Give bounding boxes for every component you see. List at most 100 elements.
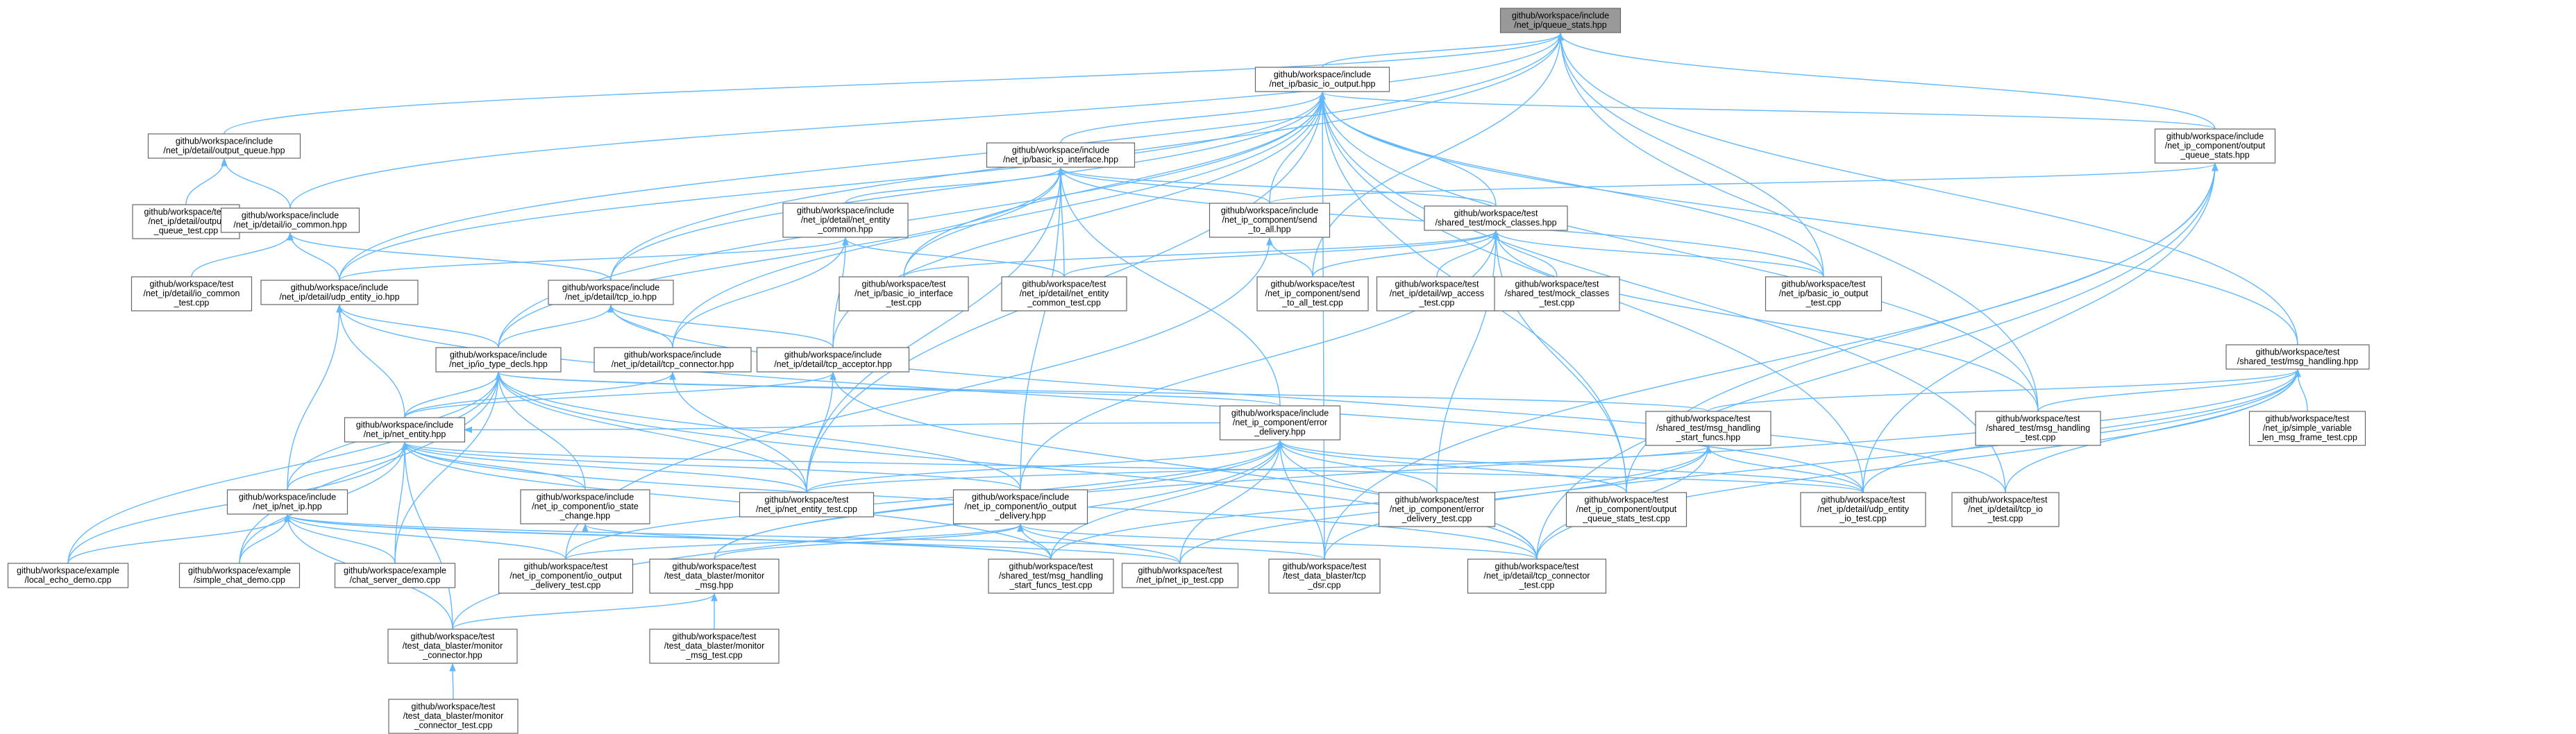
node-io-common[interactable]: github/workspace/include/net_ip/detail/i…: [220, 207, 360, 233]
edge-net-entity-test-to-basic-io-interface: [806, 167, 1061, 493]
node-mock-classes[interactable]: github/workspace/test/shared_test/mock_c…: [1424, 205, 1568, 231]
node-box: [1209, 203, 1331, 238]
edge-arrowhead: [1705, 445, 1712, 454]
node-error-delivery[interactable]: github/workspace/include/net_ip_componen…: [1219, 405, 1341, 441]
node-msg-handling-test[interactable]: github/workspace/test/shared_test/msg_ha…: [1975, 411, 2101, 446]
node-box: [435, 347, 562, 373]
node-net-ip-test[interactable]: github/workspace/test/net_ip/net_ip_test…: [1121, 563, 1239, 588]
edge-udp-entity-io-test-to-error-delivery: [1279, 440, 1864, 493]
node-output-queue-stats[interactable]: github/workspace/include/net_ip_componen…: [2154, 128, 2276, 164]
node-monitor-connector-test[interactable]: github/workspace/test/test_data_blaster/…: [388, 699, 519, 734]
edge-tcp-connector-test-to-output-queue-stats: [1536, 163, 2216, 560]
node-basic-io-interface[interactable]: github/workspace/include/net_ip/basic_io…: [986, 142, 1136, 168]
node-io-output-delivery-test[interactable]: github/workspace/test/net_ip_component/i…: [498, 558, 634, 594]
node-label-line: github/workspace/test: [1138, 566, 1222, 576]
node-label-line: /net_ip/net_entity_test.cpp: [756, 504, 857, 514]
node-label-line: _test.cpp: [1419, 298, 1455, 308]
node-net-entity-common-test[interactable]: github/workspace/test/net_ip/detail/net_…: [1001, 276, 1127, 311]
node-udp-entity-io-test[interactable]: github/workspace/test/net_ip/detail/udp_…: [1800, 492, 1926, 527]
node-basic-io-output-test[interactable]: github/workspace/test/net_ip/basic_io_ou…: [1765, 276, 1883, 311]
node-udp-entity-io[interactable]: github/workspace/include/net_ip/detail/u…: [260, 280, 419, 305]
node-msg-handling-start-funcs-test[interactable]: github/workspace/test/shared_test/msg_ha…: [988, 558, 1114, 594]
edge-tcp-connector-to-basic-io-output: [672, 92, 1323, 348]
node-label-line: github/workspace/test: [1395, 280, 1479, 289]
node-box: [1121, 563, 1239, 588]
edge-io-type-decls-to-udp-entity-io: [339, 305, 499, 348]
node-output-queue-stats-test[interactable]: github/workspace/test/net_ip_component/o…: [1565, 492, 1687, 527]
edge-output-queue-to-queue-stats: [224, 33, 1561, 135]
node-label-line: /net_ip/detail/tcp_connector.hpp: [612, 359, 734, 369]
node-box: [220, 207, 360, 233]
node-net-entity[interactable]: github/workspace/include/net_ip/net_enti…: [344, 417, 466, 443]
edge-io-output-delivery-to-io-type-decls: [498, 372, 1021, 490]
node-net-ip[interactable]: github/workspace/include/net_ip/net_ip.h…: [226, 489, 348, 515]
node-box: [739, 492, 875, 518]
node-net-entity-test[interactable]: github/workspace/test/net_ip/net_entity_…: [739, 492, 875, 518]
node-monitor-msg-test[interactable]: github/workspace/test/test_data_blaster/…: [649, 629, 780, 664]
node-basic-io-interface-test[interactable]: github/workspace/test/net_ip/basic_io_in…: [839, 276, 969, 311]
node-label-line: github/workspace/test: [2256, 348, 2340, 357]
node-box: [147, 133, 301, 159]
node-label-line: /net_ip/detail/udp_entity: [1817, 504, 1910, 514]
node-msg-handling-start-funcs[interactable]: github/workspace/test/shared_test/msg_ha…: [1645, 411, 1771, 446]
node-label-line: /net_ip/basic_io_interface: [855, 289, 953, 298]
node-label-line: _io_test.cpp: [1839, 514, 1886, 524]
node-label-line: /net_ip_component/io_output: [510, 571, 622, 581]
node-io-output-delivery[interactable]: github/workspace/include/net_ip_componen…: [952, 489, 1088, 524]
node-label-line: /net_ip/detail/net_entity: [1020, 289, 1109, 298]
node-basic-io-output[interactable]: github/workspace/include/net_ip/basic_io…: [1254, 67, 1390, 92]
node-tcp-acceptor[interactable]: github/workspace/include/net_ip/detail/t…: [756, 347, 910, 373]
edge-net-entity-common-test-to-mock-classes: [1063, 230, 1497, 278]
edge-arrowhead: [2294, 368, 2301, 377]
edge-tcp-io-test-to-basic-io-output: [1322, 92, 2006, 493]
node-box: [178, 563, 301, 588]
node-io-state-change[interactable]: github/workspace/include/net_ip_componen…: [520, 489, 650, 524]
node-tcp-connector[interactable]: github/workspace/include/net_ip/detail/t…: [594, 347, 752, 373]
edge-basic-io-interface-test-to-basic-io-output: [903, 92, 1323, 278]
node-send-to-all-test[interactable]: github/workspace/test/net_ip_component/s…: [1256, 276, 1369, 311]
node-error-delivery-test[interactable]: github/workspace/test/net_ip_component/e…: [1378, 492, 1496, 527]
node-simple-variable-len[interactable]: github/workspace/test/net_ip/simple_vari…: [2248, 411, 2366, 446]
node-simple-chat-demo[interactable]: github/workspace/example/simple_chat_dem…: [178, 563, 301, 588]
edge-net-entity-test-to-io-type-decls: [498, 372, 807, 493]
node-label-line: _delivery.hpp: [1254, 427, 1305, 437]
node-monitor-msg[interactable]: github/workspace/test/test_data_blaster/…: [649, 558, 780, 594]
edge-arrowhead: [221, 157, 228, 167]
node-label-line: github/workspace/include: [176, 137, 273, 146]
node-label-line: github/workspace/include: [624, 350, 721, 360]
node-label-line: /net_ip/simple_variable: [2263, 423, 2352, 433]
node-tcp-dsr[interactable]: github/workspace/test/test_data_blaster/…: [1268, 558, 1381, 594]
edge-send-to-all-test-to-send-to-all: [1269, 237, 1313, 278]
edge-chat-server-demo-to-net-ip: [287, 514, 396, 564]
edge-net-ip-to-udp-entity-io: [287, 305, 340, 490]
node-send-to-all[interactable]: github/workspace/include/net_ip_componen…: [1209, 203, 1331, 238]
node-box: [1645, 411, 1771, 446]
node-label-line: github/workspace/test: [2266, 414, 2350, 424]
edge-tcp-acceptor-to-tcp-io: [610, 305, 834, 348]
edge-basic-io-output-test-to-queue-stats: [1560, 33, 1824, 278]
node-io-type-decls[interactable]: github/workspace/include/net_ip/io_type_…: [435, 347, 562, 373]
edge-io-type-decls-to-basic-io-interface: [498, 167, 1061, 348]
node-mock-classes-test[interactable]: github/workspace/test/shared_test/mock_c…: [1494, 276, 1620, 311]
node-box: [131, 276, 253, 311]
node-box: [387, 629, 518, 664]
edge-io-common-test-to-io-common: [191, 232, 291, 278]
node-local-echo-demo[interactable]: github/workspace/example/local_echo_demo…: [7, 563, 129, 588]
node-chat-server-demo[interactable]: github/workspace/example/chat_server_dem…: [334, 563, 456, 588]
edge-basic-io-interface-test-to-basic-io-interface: [903, 167, 1061, 278]
node-wp-access-test[interactable]: github/workspace/test/net_ip/detail/wp_a…: [1376, 276, 1498, 311]
edge-io-output-delivery-to-mock-classes: [1020, 230, 1497, 490]
node-msg-handling[interactable]: github/workspace/test/shared_test/msg_ha…: [2225, 344, 2370, 370]
edge-chat-server-demo-to-net-entity: [394, 442, 405, 564]
node-net-entity-common[interactable]: github/workspace/include/net_ip/detail/n…: [782, 203, 909, 238]
node-queue-stats[interactable]: github/workspace/include/net_ip/queue_st…: [1499, 8, 1622, 33]
node-io-common-test[interactable]: github/workspace/test/net_ip/detail/io_c…: [131, 276, 253, 311]
node-tcp-io[interactable]: github/workspace/include/net_ip/detail/t…: [548, 280, 674, 305]
node-label-line: github/workspace/include: [1221, 206, 1318, 216]
node-output-queue[interactable]: github/workspace/include/net_ip/detail/o…: [147, 133, 301, 159]
node-label-line: _test.cpp: [886, 298, 922, 308]
node-tcp-io-test[interactable]: github/workspace/test/net_ip/detail/tcp_…: [1951, 492, 2060, 527]
node-monitor-connector[interactable]: github/workspace/test/test_data_blaster/…: [387, 629, 518, 664]
node-tcp-connector-test[interactable]: github/workspace/test/net_ip/detail/tcp_…: [1467, 558, 1607, 594]
node-label-line: github/workspace/test: [411, 632, 495, 642]
